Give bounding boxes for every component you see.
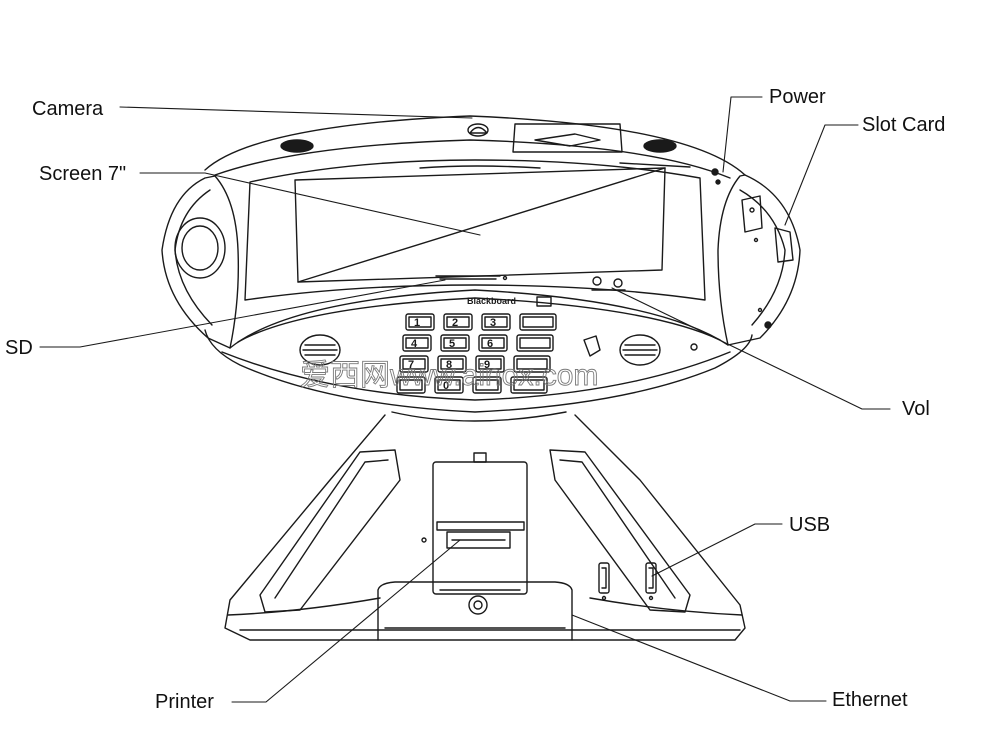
power-button — [619, 162, 721, 185]
leader-slot-card — [784, 124, 859, 226]
keypad-key — [475, 355, 505, 373]
keypad-key-label: 9 — [484, 359, 490, 371]
keypad-key — [402, 334, 432, 352]
keypad-key-face — [475, 379, 499, 391]
keypad — [396, 313, 557, 394]
right-pod — [717, 174, 801, 346]
label-camera: Camera — [32, 98, 104, 120]
leader-camera — [119, 106, 473, 119]
keypad-key-face — [446, 316, 470, 328]
leader-ethernet — [571, 614, 827, 702]
keypad-key-face — [402, 358, 426, 370]
label-sd: SD — [5, 337, 33, 359]
keypad-speakers — [299, 334, 698, 366]
keypad-key — [472, 376, 502, 394]
keypad-key-label: 7 — [408, 359, 414, 371]
brand-plate — [536, 296, 601, 357]
sd-slot — [435, 275, 508, 281]
screen-7in — [294, 167, 666, 283]
keypad-key — [405, 313, 435, 331]
left-pod — [161, 175, 240, 349]
keypad-key — [481, 313, 511, 331]
neck — [391, 411, 567, 422]
keypad-key — [440, 334, 470, 352]
leader-printer — [231, 539, 461, 703]
keypad-key-label: 2 — [452, 317, 458, 329]
leader-usb — [651, 523, 783, 577]
keypad-key — [513, 355, 551, 373]
keypad-key — [478, 334, 508, 352]
keypad-key-face — [478, 358, 502, 370]
leader-sd — [39, 279, 446, 348]
keypad-key-face — [399, 379, 423, 391]
keypad-key-face — [522, 316, 554, 328]
leader-power — [722, 96, 763, 173]
keypad-key-label: 5 — [449, 338, 455, 350]
keypad-key — [516, 334, 554, 352]
keypad-key-face — [408, 316, 432, 328]
volume-controls — [591, 276, 626, 291]
label-printer: Printer — [155, 691, 214, 713]
keypad-key — [510, 376, 548, 394]
leader-screen — [139, 172, 481, 236]
printer-module — [432, 452, 528, 595]
keypad-key-face — [516, 358, 548, 370]
keypad-key — [519, 313, 557, 331]
head-body — [204, 115, 753, 413]
keypad-key-label: 3 — [490, 317, 496, 329]
top-window — [512, 123, 623, 153]
top-speakers — [280, 139, 677, 153]
usb-ports — [598, 562, 657, 601]
keypad-key-label: 8 — [446, 359, 452, 371]
keypad-key-face — [437, 379, 461, 391]
watermark: 爱西网www.ainox.com — [300, 359, 598, 392]
keypad-key-label: 1 — [414, 317, 420, 329]
keypad-key — [396, 376, 426, 394]
label-ethernet: Ethernet — [832, 689, 908, 711]
keypad-key-face — [443, 337, 467, 349]
label-usb: USB — [789, 514, 831, 536]
leader-lines — [39, 96, 891, 703]
base-pedestal — [224, 414, 746, 641]
keypad-key-face — [440, 358, 464, 370]
keypad-key — [399, 355, 429, 373]
leader-vol — [611, 287, 891, 410]
keypad-key-label: 4 — [411, 338, 418, 350]
camera — [467, 123, 489, 137]
keypad-key — [434, 376, 464, 394]
keypad-key-face — [405, 337, 429, 349]
keypad-key-face — [481, 337, 505, 349]
label-screen: Screen 7" — [39, 163, 127, 185]
keypad-key-label: 0 — [443, 380, 449, 392]
keypad-key — [443, 313, 473, 331]
label-vol: Vol — [902, 398, 930, 420]
label-power: Power — [769, 86, 826, 108]
keypad-key-label: 6 — [487, 338, 493, 350]
keypad-key-face — [484, 316, 508, 328]
keypad-key — [437, 355, 467, 373]
brand-label: Blackboard — [467, 296, 516, 306]
keypad-key-face — [519, 337, 551, 349]
label-slot-card: Slot Card — [862, 114, 946, 136]
keypad-labels: 1 2 3 4 5 6 7 8 9 0 — [408, 317, 496, 392]
keypad-key-face — [513, 379, 545, 391]
